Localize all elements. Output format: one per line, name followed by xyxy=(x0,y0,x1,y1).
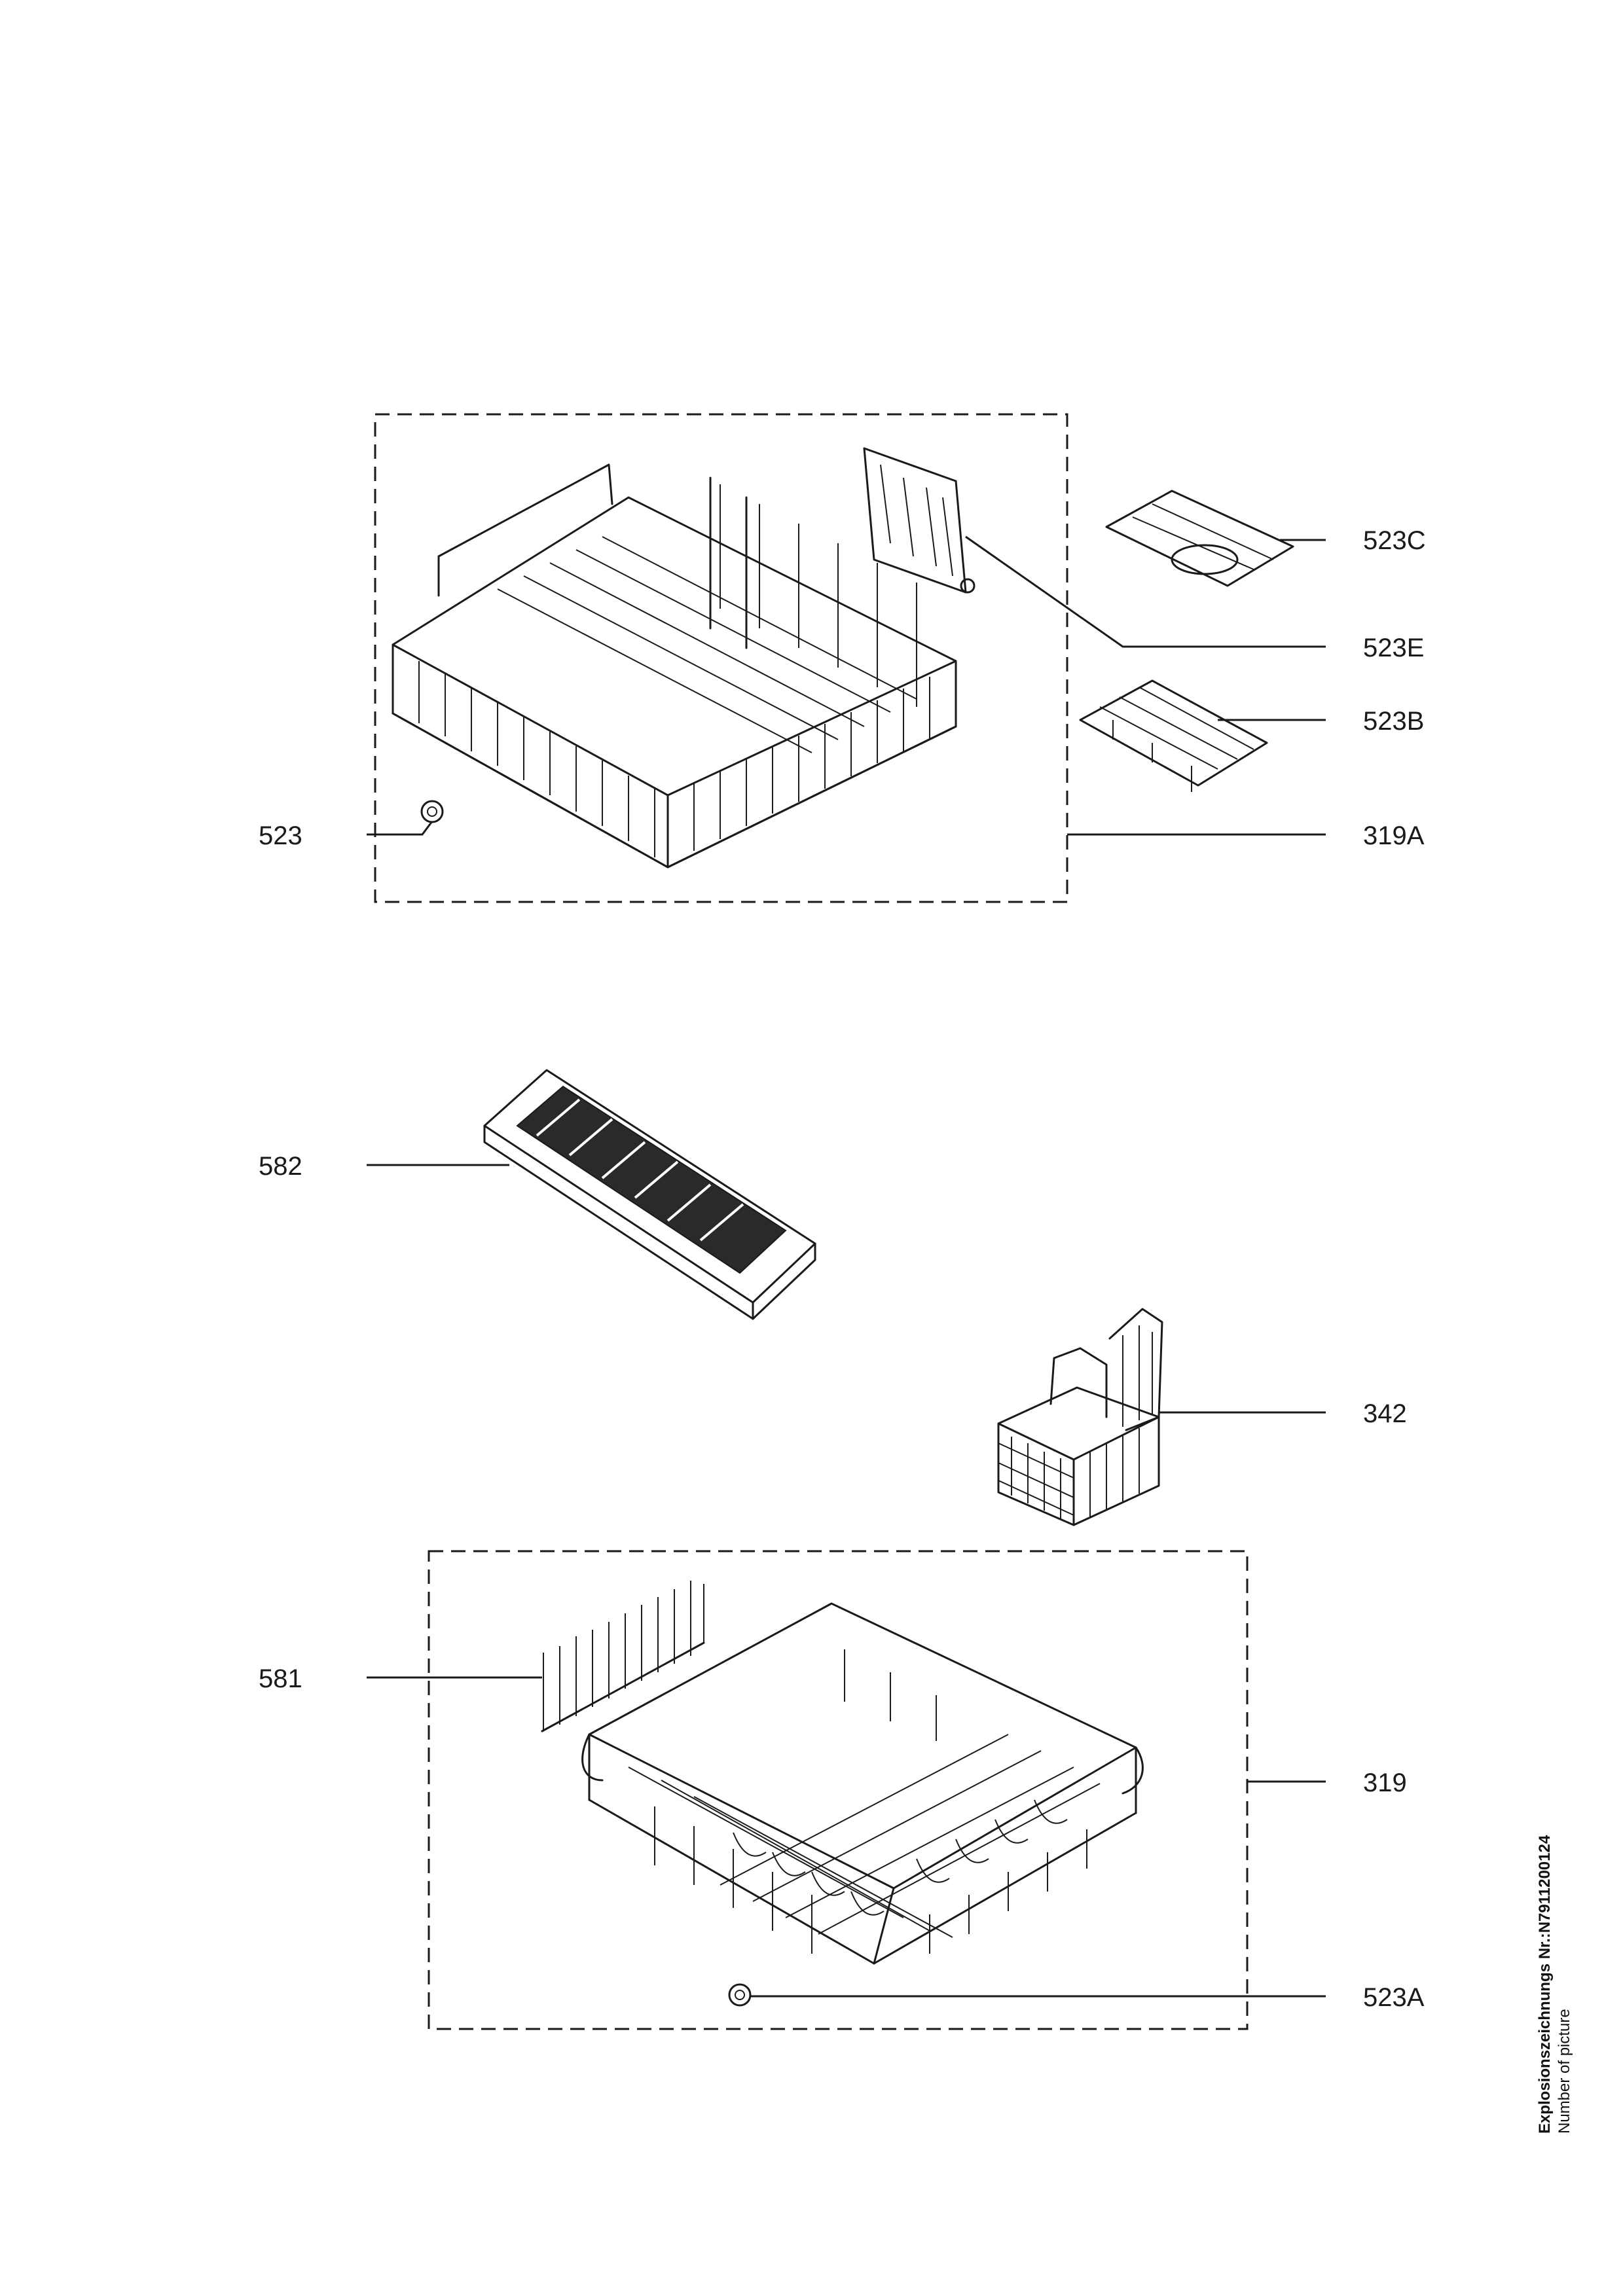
label-523a: 523A xyxy=(1363,1983,1425,2012)
label-342: 342 xyxy=(1363,1399,1407,1428)
lower-basket-drawing xyxy=(581,1602,1144,2007)
label-523b: 523B xyxy=(1363,707,1425,736)
leader-lines xyxy=(367,535,1326,1998)
label-523e: 523E xyxy=(1363,634,1425,662)
upper-basket-group-box xyxy=(374,413,1068,903)
label-523: 523 xyxy=(259,821,302,850)
leader-523e xyxy=(965,535,1326,648)
drawing-number: Explosionszeichnungs Nr.:N7911200124 xyxy=(1536,1835,1554,2134)
label-582: 582 xyxy=(259,1152,302,1181)
drawing-number-block: Explosionszeichnungs Nr.:N7911200124 Num… xyxy=(1535,1835,1575,2134)
label-523c: 523C xyxy=(1363,526,1426,555)
part-581-drawing xyxy=(541,1581,705,1732)
label-319a: 319A xyxy=(1363,821,1425,850)
part-523b-drawing xyxy=(1079,679,1268,792)
upper-basket-drawing xyxy=(392,463,957,869)
part-523e-drawing xyxy=(863,447,976,594)
label-319: 319 xyxy=(1363,1768,1407,1797)
leader-523 xyxy=(367,821,433,836)
cutlery-tray-drawing xyxy=(483,1069,816,1320)
label-581: 581 xyxy=(259,1664,302,1693)
cutlery-basket-drawing xyxy=(997,1308,1163,1526)
lower-basket-group-box xyxy=(428,1550,1249,2030)
drawing-number-caption: Number of picture xyxy=(1556,2009,1573,2134)
part-523c-drawing xyxy=(1105,490,1294,587)
